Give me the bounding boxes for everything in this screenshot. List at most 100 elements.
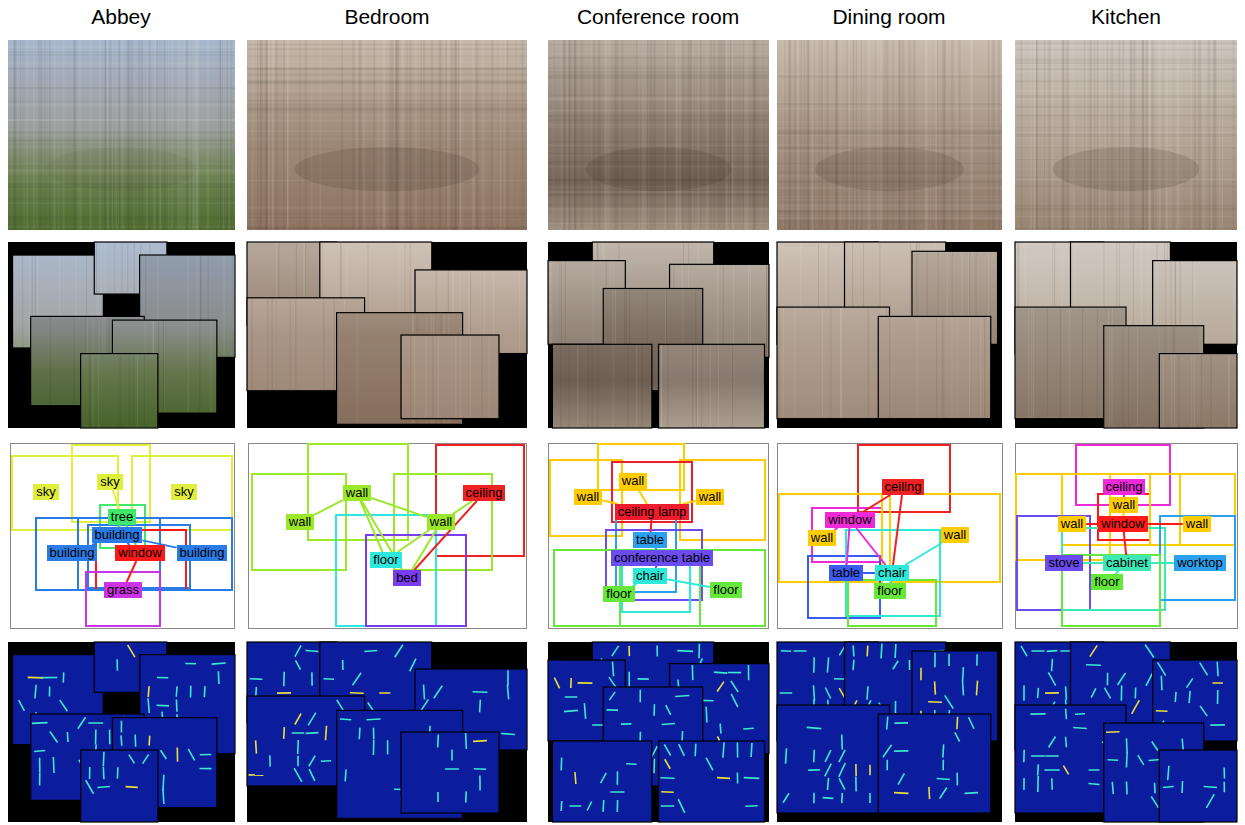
gradient-stroke: [277, 692, 291, 694]
object-label: sky: [33, 484, 59, 500]
gradient-stroke: [147, 686, 149, 697]
gradient-stroke: [976, 681, 977, 696]
gradient-stroke: [639, 690, 641, 703]
object-bounding-box: [1062, 474, 1180, 545]
texture-line: [936, 317, 937, 417]
gradient-stroke: [1107, 673, 1109, 685]
texture-line: [1015, 95, 1237, 98]
object-label: ceiling lamp: [615, 504, 690, 520]
texture-line: [29, 256, 30, 347]
texture-line: [247, 81, 527, 84]
texture-line: [1015, 205, 1237, 207]
texture-line: [8, 54, 235, 55]
gradient-stroke: [1145, 645, 1154, 658]
gradient-stroke: [737, 773, 739, 784]
gradient-stroke: [638, 678, 649, 680]
gradient-stroke: [965, 792, 978, 794]
gradient-stroke: [373, 728, 375, 740]
texture-line: [548, 76, 769, 79]
gradient-stroke: [675, 695, 689, 696]
texture-line: [548, 194, 769, 195]
object-bounding-box: [86, 572, 160, 626]
gradient-stroke: [813, 750, 815, 763]
collage-ground: [777, 242, 1002, 428]
gradient-stroke: [337, 700, 343, 710]
label-text: table: [636, 532, 664, 547]
texture-line: [1133, 243, 1134, 325]
texture-line: [1015, 116, 1237, 118]
texture-line: [942, 317, 943, 417]
gradient-stroke: [249, 774, 264, 776]
gradient-stroke: [325, 726, 326, 741]
gradient-stroke: [437, 792, 439, 802]
gradient-stroke: [321, 760, 331, 762]
texture-line: [779, 308, 780, 418]
gradient-stroke: [564, 710, 578, 711]
gradient-stroke: [894, 750, 908, 752]
gradient-stroke: [295, 645, 301, 656]
texture-line: [577, 345, 578, 427]
texture-line: [1015, 99, 1237, 100]
gradient-stroke: [340, 718, 351, 720]
gradient-stroke: [584, 703, 585, 719]
gradient-stroke: [1158, 662, 1166, 675]
object-label: floor: [603, 586, 634, 602]
texture-line: [247, 93, 527, 95]
gradient-stroke: [1065, 709, 1067, 719]
texture-line: [1015, 134, 1237, 137]
column-title: Conference room: [577, 5, 739, 29]
hog-ground: [8, 642, 235, 822]
gradient-stroke: [116, 659, 118, 671]
gradient-stroke: [479, 775, 481, 790]
gradient-stroke: [626, 763, 637, 765]
texture-line: [661, 345, 662, 427]
gradient-stroke: [813, 793, 815, 803]
gradient-stroke: [129, 755, 135, 764]
texture-line: [323, 299, 324, 390]
object-label: chair: [633, 568, 667, 584]
shade: [47, 147, 197, 191]
object-label: worktop: [1174, 555, 1226, 571]
gradient-stroke: [49, 687, 51, 697]
gradient-stroke: [283, 672, 285, 686]
texture-line: [1194, 355, 1195, 427]
texture-line: [777, 101, 1002, 103]
gradient-stroke: [67, 732, 69, 742]
label-text: wall: [430, 514, 452, 529]
texture-line: [661, 345, 662, 427]
gradient-stroke: [827, 778, 830, 790]
gradient-stroke: [1049, 737, 1056, 748]
collage-ground: [247, 242, 527, 428]
gradient-stroke: [218, 671, 220, 684]
image-patch: [777, 307, 890, 419]
gradient-stroke: [1156, 710, 1168, 712]
texture-line: [1097, 308, 1098, 418]
gradient-stroke: [156, 704, 169, 706]
gradient-stroke: [1031, 650, 1044, 652]
texture-line: [840, 308, 841, 418]
object-label: floor: [874, 583, 905, 599]
object-label: ceiling: [882, 479, 925, 495]
graph-panel: [549, 444, 769, 629]
gradient-stroke: [665, 759, 670, 768]
gradient-stroke: [161, 750, 167, 759]
texture-line: [1201, 355, 1202, 427]
relation-line: [371, 498, 427, 517]
texture-line: [1015, 45, 1237, 47]
texture-line: [295, 299, 296, 390]
average-image-ground: [548, 40, 769, 230]
gradient-stroke: [1065, 737, 1068, 747]
texture-line: [1171, 355, 1172, 427]
object-label: floor: [1091, 574, 1122, 590]
relation-line: [863, 572, 875, 574]
gradient-stroke: [1161, 676, 1163, 690]
gradient-stroke: [948, 654, 950, 666]
object-bounding-box: [1150, 474, 1235, 545]
texture-line: [1015, 126, 1237, 128]
texture-line: [1174, 355, 1175, 427]
gradient-stroke: [728, 672, 741, 674]
object-bounding-box: [612, 462, 692, 522]
gradient-stroke: [1073, 727, 1087, 728]
label-text: wall: [1061, 516, 1083, 531]
texture-line: [1015, 106, 1237, 108]
